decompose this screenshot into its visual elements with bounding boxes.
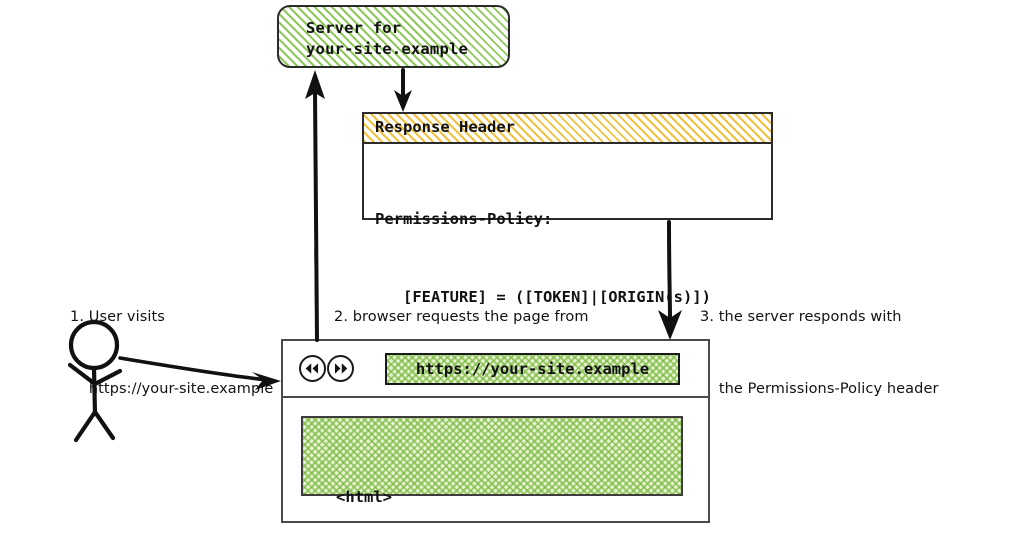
- server-box-line1: Server for: [306, 19, 402, 37]
- response-header-title-bar: Response Header: [364, 114, 771, 144]
- caption-step-3: 3. the server responds with the Permissi…: [700, 257, 939, 449]
- caption-divider-line: [314, 248, 319, 342]
- response-header-card: Response Header Permissions-Policy: [FEA…: [362, 112, 773, 306]
- caption-step-2-line1: 2. browser requests the page from: [334, 309, 589, 325]
- caption-step-1: 1. User visits https://your-site.example: [70, 257, 273, 449]
- browser-window: https://your-site.example <html> // your…: [281, 339, 710, 523]
- page-code-block: <html> // your-site.example code: [336, 437, 569, 538]
- server-box-line2: your-site.example: [306, 40, 469, 58]
- arrow-server-to-response-header: [394, 68, 412, 112]
- caption-step-3-line2: the Permissions-Policy header: [700, 381, 939, 397]
- caption-step-1-line2: https://your-site.example: [70, 381, 274, 397]
- arrow-browser-to-server: [305, 70, 325, 342]
- caption-step-1-line1: 1. User visits: [70, 309, 165, 325]
- response-header-body-line1: Permissions-Policy:: [375, 210, 553, 228]
- page-code-line1: <html>: [336, 488, 392, 506]
- rewind-icon[interactable]: [299, 355, 326, 382]
- url-bar-value: https://your-site.example: [415, 360, 650, 378]
- response-header-body: Permissions-Policy: [FEATURE] = ([TOKEN]…: [375, 154, 711, 362]
- response-header-body-line2: [FEATURE] = ([TOKEN]|[ORIGIN(s)]): [375, 288, 711, 306]
- caption-step-3-line1: 3. the server responds with: [700, 309, 902, 325]
- fast-forward-icon[interactable]: [327, 355, 354, 382]
- browser-page-content: <html> // your-site.example code: [301, 416, 683, 506]
- server-box: Server for your-site.example: [277, 5, 510, 68]
- browser-toolbar: https://your-site.example: [283, 341, 708, 398]
- response-header-title: Response Header: [375, 118, 515, 136]
- url-bar[interactable]: https://your-site.example: [385, 353, 680, 385]
